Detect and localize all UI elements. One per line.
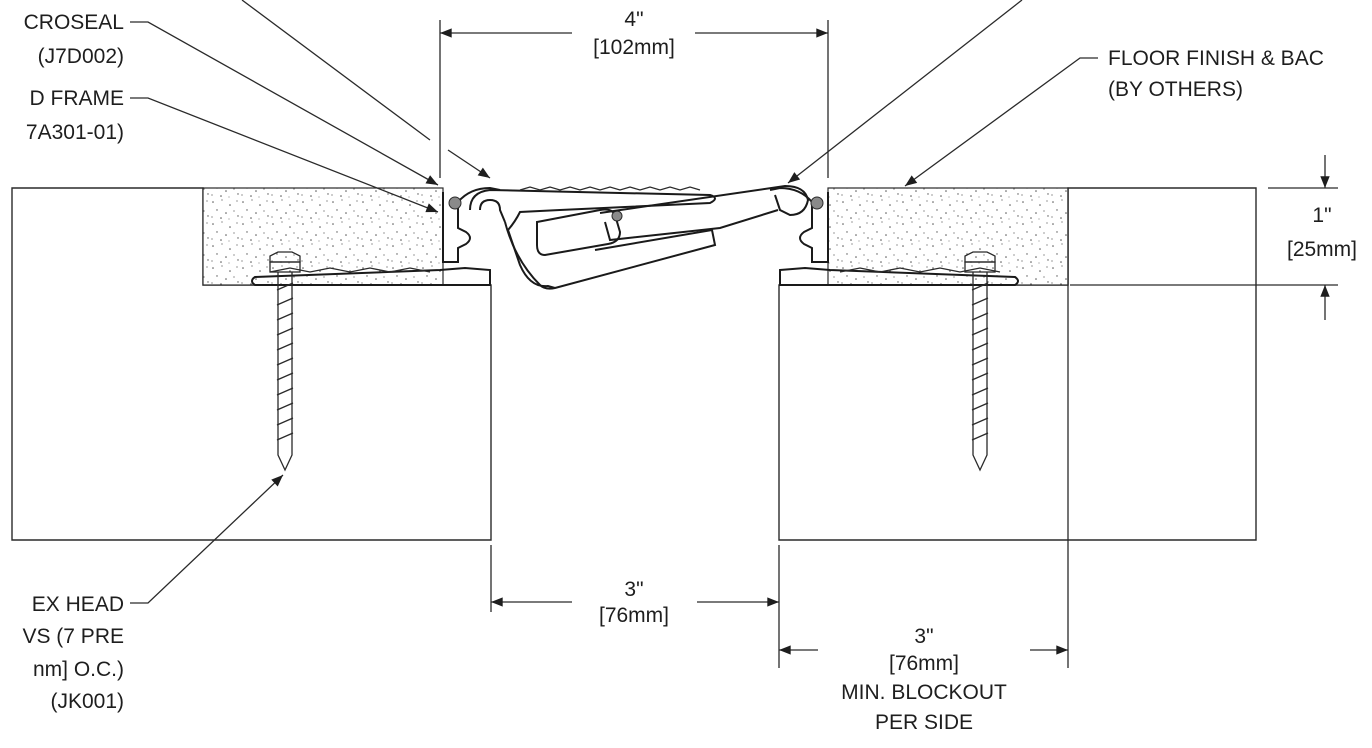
floor-finish-callout-line1: FLOOR FINISH & BAC	[1108, 47, 1324, 70]
frame-callout-line2: 7A301-01)	[26, 121, 124, 144]
gap-width-metric-label: [76mm]	[599, 604, 669, 627]
floor-finish-callout: FLOOR FINISH & BAC (BY OTHERS)	[1108, 47, 1324, 101]
top-width-dimension: 4" [102mm]	[439, 8, 829, 178]
blockout-imperial-label: 3"	[914, 625, 933, 648]
blockout-note-line1: MIN. BLOCKOUT	[841, 681, 1007, 704]
microseal-callout-line2: (J7D002)	[38, 45, 124, 68]
depth-imperial-label: 1"	[1312, 204, 1331, 227]
left-anchor-screw	[269, 251, 301, 472]
top-width-imperial-label: 4"	[624, 8, 643, 31]
microseal-callout-line1: CROSEAL	[24, 11, 124, 34]
blockout-dimension: 3" [76mm] MIN. BLOCKOUT PER SIDE	[778, 188, 1069, 734]
screws-callout-line3: nm] O.C.)	[33, 658, 124, 681]
screws-callout-line2: VS (7 PRE	[22, 625, 124, 648]
gap-width-imperial-label: 3"	[624, 578, 643, 601]
depth-dimension: 1" [25mm]	[1070, 155, 1357, 320]
cover-plate-assembly	[469, 184, 810, 290]
screws-callout-line1: EX HEAD	[32, 593, 124, 616]
frame-callout-line1: D FRAME	[30, 87, 125, 110]
right-frame-flange	[779, 266, 1019, 286]
top-width-metric-label: [102mm]	[593, 36, 675, 59]
screws-callout: EX HEAD VS (7 PRE nm] O.C.) (JK001)	[22, 593, 124, 713]
frame-callout: D FRAME 7A301-01)	[26, 87, 124, 144]
gap-width-dimension: 3" [76mm]	[490, 545, 780, 668]
right-frame-profile	[769, 186, 829, 263]
floor-finish-callout-line2: (BY OTHERS)	[1108, 78, 1243, 101]
blockout-metric-label: [76mm]	[889, 652, 959, 675]
left-frame-flange	[251, 266, 491, 286]
callout-leaders	[130, 0, 1098, 604]
right-anchor-screw	[964, 251, 996, 472]
blockout-note-line2: PER SIDE	[875, 711, 973, 734]
microseal-callout: CROSEAL (J7D002)	[24, 11, 124, 68]
depth-metric-label: [25mm]	[1287, 238, 1357, 261]
screws-callout-line4: (JK001)	[50, 690, 124, 713]
left-frame-profile	[442, 186, 501, 263]
